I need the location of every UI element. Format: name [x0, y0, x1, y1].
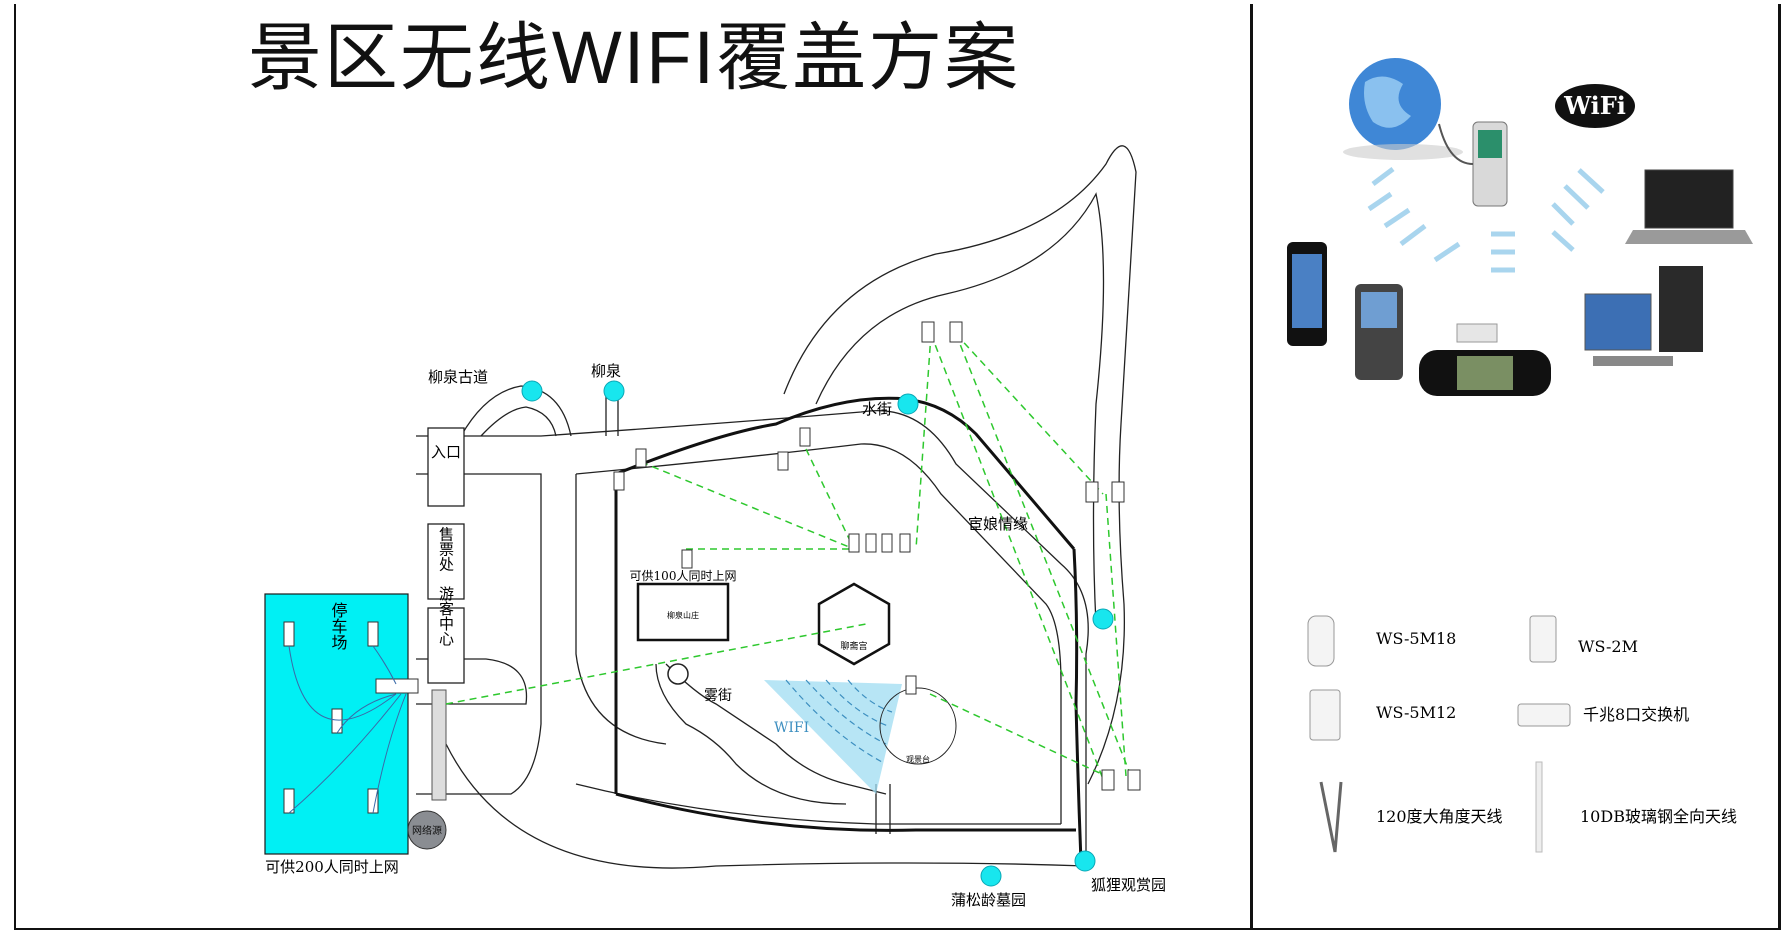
- wifi-sector-area: [764, 680, 902, 794]
- temple-hexagon: [817, 582, 891, 666]
- ws-2m-icon: [1529, 615, 1557, 663]
- water-street-label: 水街: [862, 400, 892, 418]
- ticket-label: 售票处: [437, 527, 455, 572]
- map-panel: 景区无线WIFI覆盖方案: [14, 4, 1250, 930]
- device-panel: WiFi: [1250, 4, 1781, 930]
- device-illustration: WiFi: [1287, 58, 1753, 853]
- pc-tower-icon: [1659, 266, 1703, 352]
- road-outlines: [416, 145, 1137, 869]
- wifi-logo-text: WiFi: [1563, 91, 1626, 120]
- desktop-monitor-icon: [1584, 293, 1652, 351]
- romance-label: 宦娘情缘: [968, 515, 1028, 533]
- pole-antenna: [431, 689, 447, 801]
- temple-small-label: 聊斋宫: [840, 640, 867, 652]
- legend-label: WS-5M18: [1376, 629, 1456, 648]
- fog-street-label: 雾街: [704, 688, 732, 704]
- wifi-sector-arcs: [785, 679, 893, 763]
- network-source-label: 网络源: [412, 824, 442, 837]
- tower-circle: [879, 687, 957, 765]
- parking-label: 停车场: [329, 602, 348, 651]
- wifi-text-label: WIFI: [774, 720, 809, 736]
- scenic-area-map: 入口 售票处 游客中心 停车场 可供200人同时上网: [264, 145, 1166, 909]
- location-nodes: [521, 380, 1114, 887]
- parking-capacity-label: 可供200人同时上网: [265, 858, 399, 876]
- visitor-center-box: [427, 607, 465, 684]
- hall-box: [636, 582, 730, 642]
- ws-5m12-icon: [1309, 689, 1341, 741]
- entrance-label: 入口: [431, 443, 461, 461]
- access-points: [613, 321, 1141, 791]
- main-paths: [614, 396, 1083, 863]
- ticket-box: [427, 523, 465, 600]
- legend-label: 千兆8口交换机: [1583, 705, 1689, 724]
- old-road-label: 柳泉古道: [428, 368, 488, 386]
- fox-garden-label: 狐狸观赏园: [1091, 876, 1166, 894]
- laptop-icon: [1644, 169, 1734, 229]
- tomb-garden-label: 蒲松龄墓园: [951, 891, 1026, 909]
- ws-5m18-icon: [1307, 615, 1335, 667]
- wifi-waves: [1367, 167, 1605, 273]
- legend-label: 10DB玻璃钢全向天线: [1580, 807, 1737, 826]
- visitor-center-label: 游客中心: [437, 586, 455, 646]
- hall-capacity-label: 可供100人同时上网: [630, 569, 737, 583]
- parking-cables: [288, 645, 407, 814]
- legend-label: WS-2M: [1578, 637, 1638, 656]
- omni-antenna-icon: [1535, 761, 1543, 853]
- network-source-node: [407, 810, 447, 850]
- tower-small-label: 观景台: [906, 754, 930, 764]
- page-title: 景区无线WIFI覆盖方案: [247, 16, 1021, 99]
- spring-label: 柳泉: [591, 362, 621, 380]
- wireless-links: [445, 333, 1132, 780]
- parking-access-points: [283, 621, 419, 814]
- sector-antenna-icon: [1319, 781, 1343, 853]
- wifi-logo-icon: [1555, 84, 1635, 128]
- legend-label: 120度大角度天线: [1376, 807, 1503, 826]
- legend-label: WS-5M12: [1376, 703, 1456, 722]
- gigabit-switch-icon: [1517, 703, 1571, 727]
- entrance-box: [427, 427, 465, 507]
- fog-street-node: [667, 663, 689, 685]
- hall-small-label: 柳泉山庄: [667, 610, 699, 620]
